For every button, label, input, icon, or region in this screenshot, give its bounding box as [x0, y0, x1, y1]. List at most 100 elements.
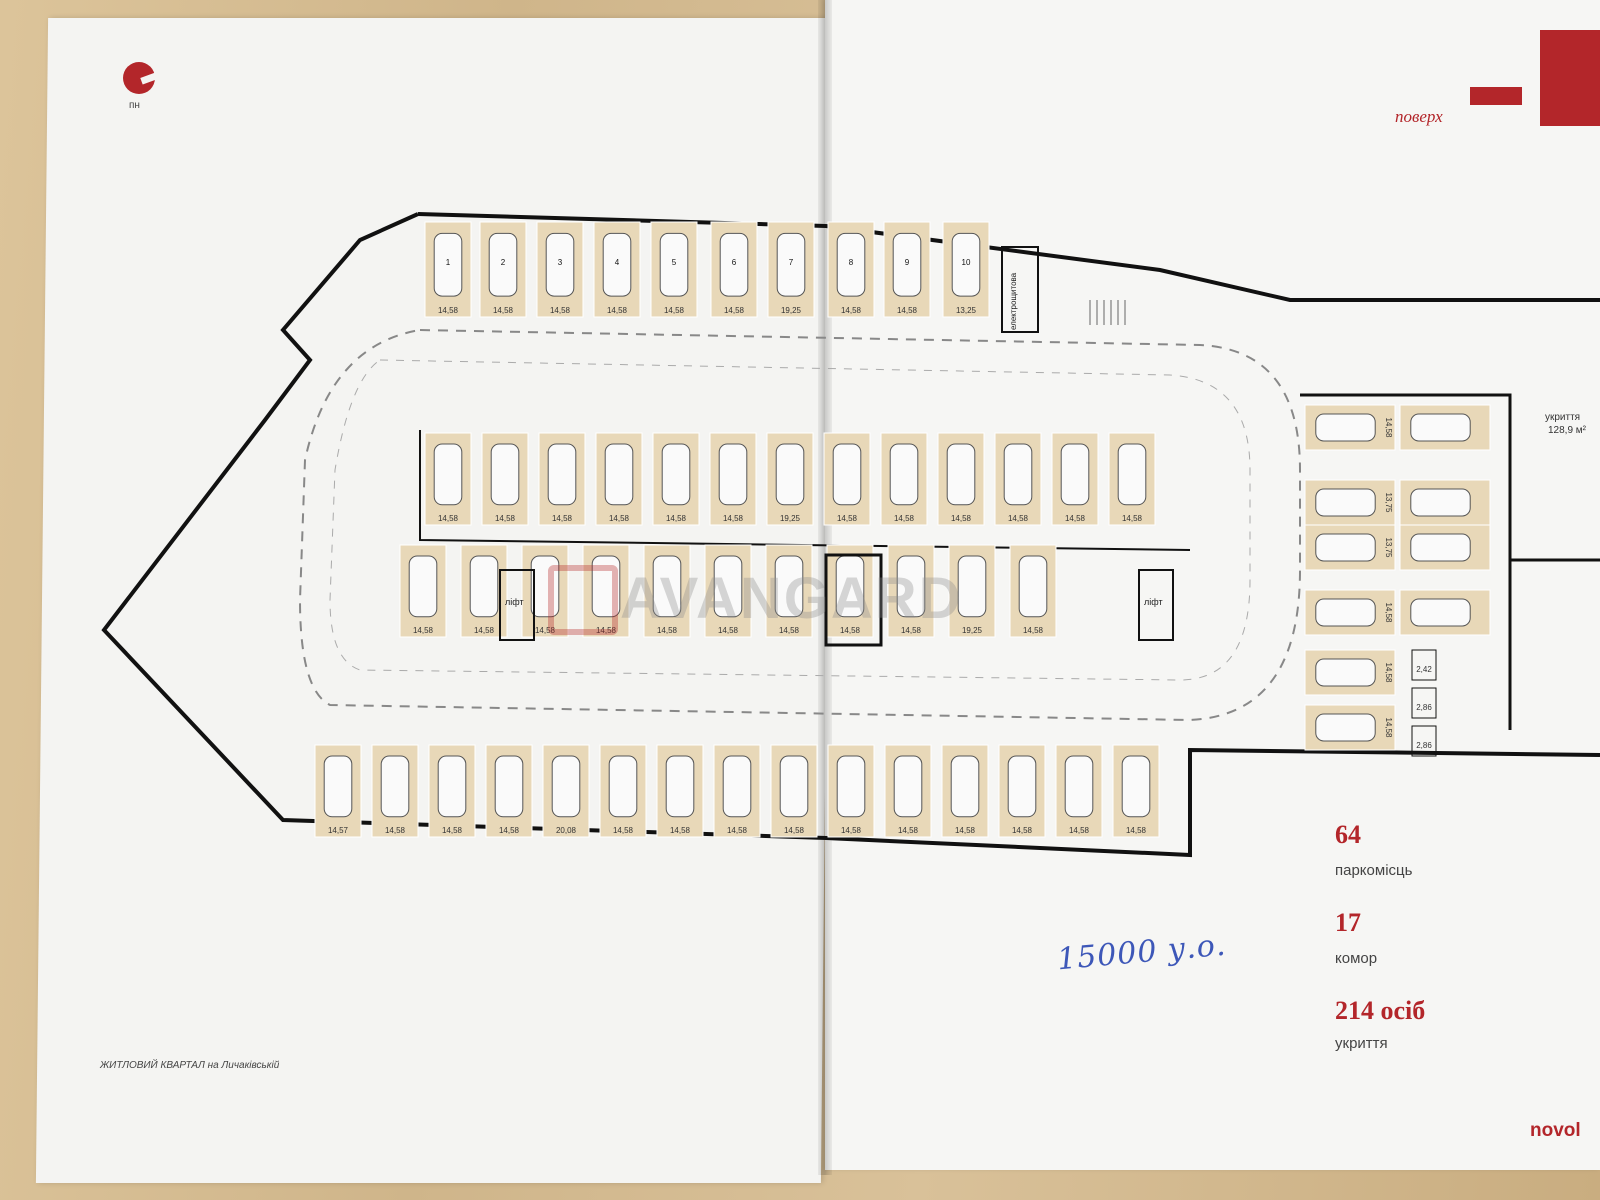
parking-spot-area: 14,58: [841, 306, 862, 315]
parking-spot-area: 14,58: [385, 826, 406, 835]
parking-spot-area: 14,58: [955, 826, 976, 835]
car-outline-icon: [490, 443, 520, 506]
car-outline-icon: [836, 232, 866, 297]
parking-spot-number: 8: [849, 258, 854, 267]
car-outline-icon: [892, 232, 922, 297]
parking-spot-area: 14,58: [718, 626, 739, 635]
floor-number-one-icon: [1540, 30, 1600, 126]
car-outline-icon: [661, 443, 691, 506]
parking-spot-area: 14,58: [596, 626, 617, 635]
parking-spot-area: 14,58: [841, 826, 862, 835]
parking-spot-area: 14,58: [1069, 826, 1090, 835]
watermark-text: AVANGARD: [620, 566, 963, 631]
car-outline-icon: [896, 555, 926, 618]
lift-label-left: ліфт: [505, 597, 524, 607]
car-outline-icon: [713, 555, 743, 618]
parking-spot-area: 19,25: [781, 306, 802, 315]
compass-label: пн: [129, 100, 140, 111]
parking-spot-number: 9: [905, 258, 910, 267]
parking-spot-area: 13,75: [1384, 537, 1393, 558]
parking-spot-area: 14,58: [1122, 514, 1143, 523]
car-outline-icon: [547, 443, 577, 506]
parking-spot-area: 14,58: [552, 514, 573, 523]
car-outline-icon: [836, 755, 866, 818]
parking-spot-area: 14,58: [1126, 826, 1147, 835]
car-outline-icon: [775, 443, 805, 506]
car-outline-icon: [659, 232, 689, 297]
car-outline-icon: [494, 755, 524, 818]
parking-spot-area: 14,58: [840, 626, 861, 635]
parking-spot-area: 14,58: [499, 826, 520, 835]
storage-room: [1411, 687, 1437, 719]
parking-spot-number: 3: [558, 258, 563, 267]
car-outline-icon: [433, 232, 463, 297]
parking-spot-area: 14,58: [609, 514, 630, 523]
parking-spot-area: 14,58: [657, 626, 678, 635]
car-outline-icon: [433, 443, 463, 506]
parking-spot-area: 14,58: [438, 514, 459, 523]
car-outline-icon: [776, 232, 806, 297]
parking-spot-number: 5: [672, 258, 677, 267]
stat-storage-label: комор: [1335, 950, 1378, 967]
car-outline-icon: [1315, 598, 1376, 627]
car-outline-icon: [893, 755, 923, 818]
parking-spot-area: 14,58: [1065, 514, 1086, 523]
car-outline-icon: [545, 232, 575, 297]
parking-spot-area: 14,58: [901, 626, 922, 635]
parking-spot-area: 14,58: [1384, 662, 1393, 683]
parking-spot-area: 13,25: [956, 306, 977, 315]
parking-spot-area: 14,58: [666, 514, 687, 523]
parking-spot-area: 14,58: [1023, 626, 1044, 635]
parking-spot-area: 14,58: [951, 514, 972, 523]
car-outline-icon: [551, 755, 581, 818]
car-outline-icon: [380, 755, 410, 818]
car-outline-icon: [469, 555, 499, 618]
car-outline-icon: [602, 232, 632, 297]
parking-spot-area: 19,25: [962, 626, 983, 635]
car-outline-icon: [591, 555, 621, 618]
stat-parking-label: паркомісць: [1335, 862, 1413, 879]
parking-spot-area: 13,75: [1384, 492, 1393, 513]
parking-spot-area: 14,58: [607, 306, 628, 315]
car-outline-icon: [408, 555, 438, 618]
car-outline-icon: [608, 755, 638, 818]
parking-spot-area: 14,58: [442, 826, 463, 835]
parking-spot-area: 14,58: [1384, 602, 1393, 623]
car-outline-icon: [950, 755, 980, 818]
parking-spot-number: 7: [789, 258, 794, 267]
parking-spot-area: 14,58: [550, 306, 571, 315]
storage-room-area: 2,86: [1416, 703, 1432, 712]
car-outline-icon: [774, 555, 804, 618]
car-outline-icon: [889, 443, 919, 506]
car-outline-icon: [1315, 658, 1376, 687]
car-outline-icon: [946, 443, 976, 506]
car-outline-icon: [1018, 555, 1048, 618]
storage-room: [1411, 725, 1437, 757]
car-outline-icon: [665, 755, 695, 818]
parking-spot-area: 20,08: [556, 826, 577, 835]
parking-spot-area: 14,58: [613, 826, 634, 835]
shelter-label-line2: 128,9 м²: [1548, 425, 1587, 436]
parking-spot-area: 14,58: [897, 306, 918, 315]
car-outline-icon: [1003, 443, 1033, 506]
car-outline-icon: [1117, 443, 1147, 506]
watermark-logo-icon: [548, 565, 618, 635]
parking-spot-area: 14,58: [779, 626, 800, 635]
car-outline-icon: [1064, 755, 1094, 818]
car-outline-icon: [530, 555, 560, 618]
parking-spot-area: 14,58: [898, 826, 919, 835]
car-outline-icon: [951, 232, 981, 297]
parking-spot-area: 14,58: [495, 514, 516, 523]
stat-storage-count: 17: [1335, 908, 1361, 937]
shelter-label-line1: укриття: [1545, 412, 1580, 423]
parking-spot-area: 14,58: [894, 514, 915, 523]
storage-room-area: 2,42: [1416, 665, 1432, 674]
parking-spot-area: 14,58: [784, 826, 805, 835]
stat-parking-count: 64: [1335, 820, 1361, 849]
car-outline-icon: [1315, 713, 1376, 742]
parking-spot-area: 14,57: [328, 826, 349, 835]
car-outline-icon: [1315, 488, 1376, 517]
car-outline-icon: [722, 755, 752, 818]
parking-spot-area: 14,58: [723, 514, 744, 523]
car-outline-icon: [1410, 598, 1471, 627]
